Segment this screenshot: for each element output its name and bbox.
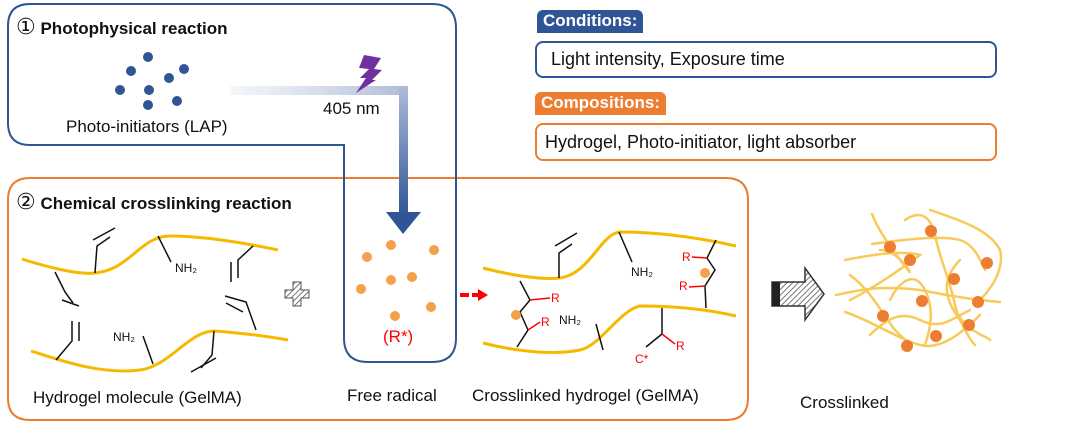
amine-label: NH₂ [631,265,653,279]
photoinitiator-label: Photo-initiators (LAP) [66,117,228,136]
hatched-arrow-icon [771,265,825,323]
dashed-arrow-icon [460,289,488,301]
hydrogel-molecule [21,227,289,373]
section2-number: ② [16,189,36,214]
r-group-label: R [541,315,550,329]
conditions-box: Light intensity, Exposure time [535,41,997,78]
free-radical-label: Free radical [347,386,437,405]
amine-label: NH₂ [113,330,135,344]
section2-frame [7,177,749,421]
conditions-tag: Conditions: [537,10,644,33]
compositions-text: Hydrogel, Photo-initiator, light absorbe… [545,131,857,152]
wavelength-label: 405 nm [323,99,380,118]
section1-heading: ① Photophysical reaction [16,14,228,40]
amine-label: NH₂ [175,261,197,275]
section2-title: Chemical crosslinking reaction [40,194,292,213]
crosslinked-hydrogel-label: Crosslinked hydrogel (GelMA) [472,386,699,405]
r-group-label: R [682,250,691,264]
compositions-box: Hydrogel, Photo-initiator, light absorbe… [535,123,997,161]
photoinitiator-dots [115,52,189,110]
network-label: Crosslinked [800,393,889,412]
crosslinked-hydrogel [482,230,737,354]
conditions-text: Light intensity, Exposure time [551,49,785,69]
r-group-label: R [679,279,688,293]
amine-label: NH₂ [559,313,581,327]
plus-icon [284,281,310,307]
section1-number: ① [16,14,36,39]
section1-frame [7,3,457,363]
compositions-tag: Compositions: [535,92,666,115]
section2-heading: ② Chemical crosslinking reaction [16,189,292,215]
r-group-label: R [676,339,685,353]
hydrogel-label: Hydrogel molecule (GelMA) [33,388,242,407]
carbon-radical-label: C* [635,352,649,366]
radical-symbol: (R*) [383,327,414,346]
section1-title: Photophysical reaction [40,19,228,38]
lightning-bolt-icon [356,55,382,93]
r-group-label: R [551,291,560,305]
crosslinked-network-icon [834,208,1003,352]
free-radical-dots [356,240,439,321]
light-beam-arrow-icon [230,86,421,234]
